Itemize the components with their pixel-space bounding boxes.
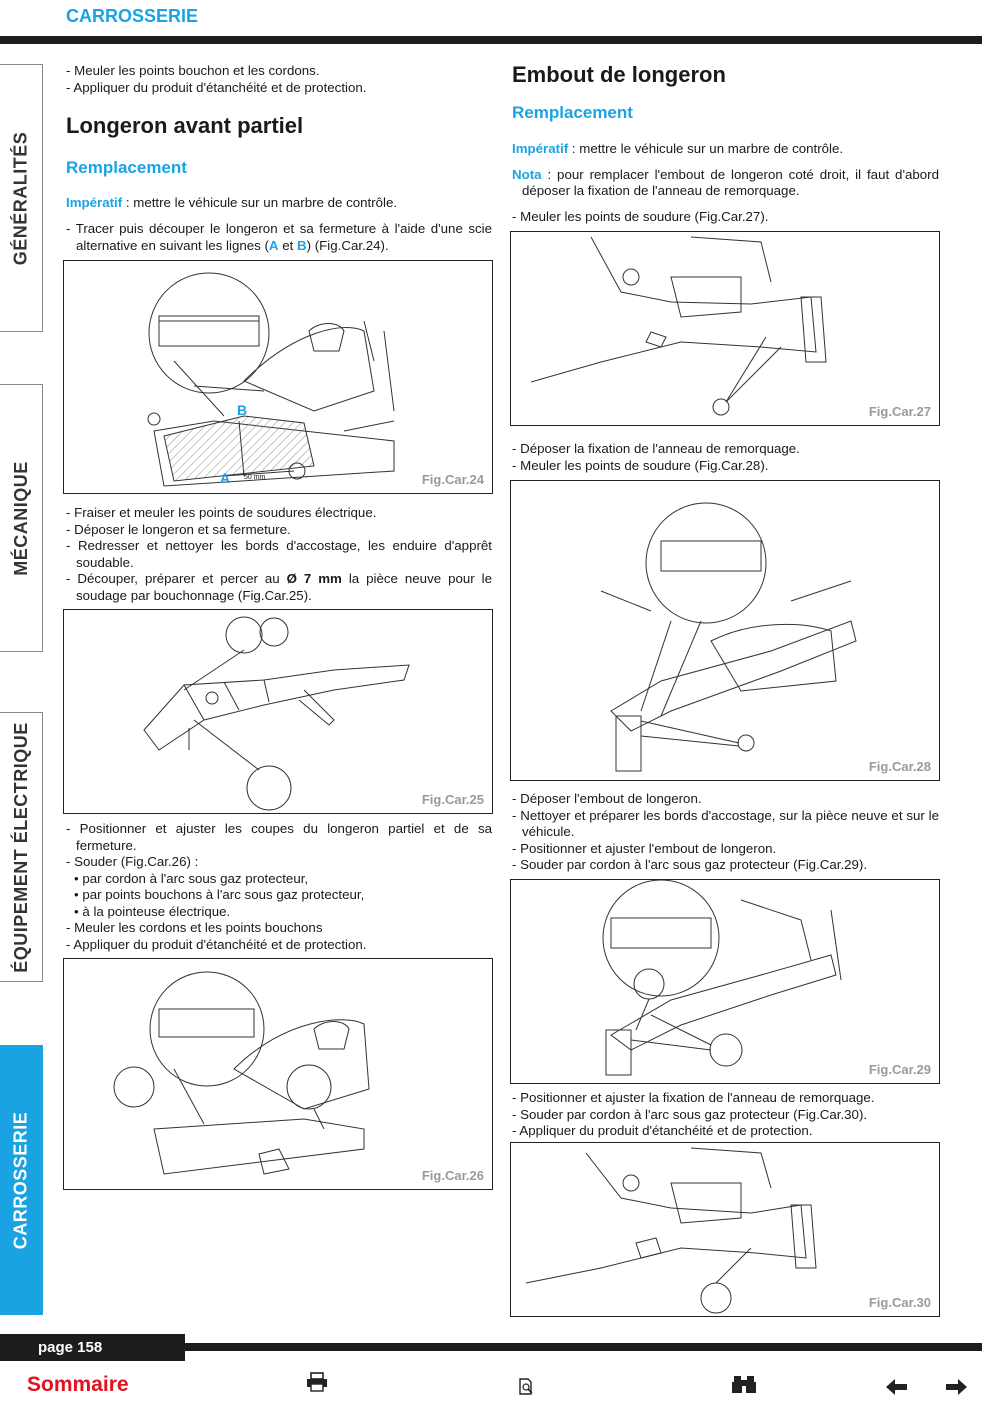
print-icon[interactable] bbox=[306, 1372, 328, 1398]
fig26-label: Fig.Car.26 bbox=[421, 1168, 484, 1183]
figure-car-26: Fig.Car.26 bbox=[63, 958, 493, 1190]
header-bar bbox=[0, 36, 982, 44]
left-steps2: - Fraiser et meuler les points de soudur… bbox=[66, 505, 492, 603]
page-number: page 158 bbox=[0, 1334, 185, 1361]
footer-bar bbox=[0, 1343, 982, 1351]
figure-car-30: Fig.Car.30 bbox=[510, 1142, 940, 1317]
binoculars-icon[interactable] bbox=[732, 1374, 756, 1400]
zoom-document-icon[interactable] bbox=[518, 1376, 536, 1402]
right-intro: Impératif : mettre le véhicule sur un ma… bbox=[512, 141, 939, 224]
fig27-label: Fig.Car.27 bbox=[868, 404, 931, 419]
tab-carrosserie[interactable]: CARROSSERIE bbox=[0, 1045, 43, 1315]
section-title-longeron: Longeron avant partiel bbox=[66, 113, 304, 138]
figure-car-28: Fig.Car.28 bbox=[510, 480, 940, 781]
fig28-label: Fig.Car.28 bbox=[868, 759, 931, 774]
left-intro: - Meuler les points bouchon et les cordo… bbox=[66, 63, 367, 95]
tab-mecanique[interactable]: MÉCANIQUE bbox=[0, 384, 43, 652]
right-steps2: - Déposer la fixation de l'anneau de rem… bbox=[512, 441, 800, 473]
section-title-embout: Embout de longeron bbox=[512, 62, 726, 87]
subsection-title-left: Remplacement bbox=[66, 158, 187, 177]
fig24-mark-a: A bbox=[220, 470, 231, 486]
tab-equipement-electrique[interactable]: ÉQUIPEMENT ÉLECTRIQUE bbox=[0, 712, 43, 982]
header-title: CARROSSERIE bbox=[66, 6, 199, 26]
right-steps3: - Déposer l'embout de longeron. - Nettoy… bbox=[512, 791, 939, 872]
left-steps4: - Positionner et ajuster les coupes du l… bbox=[66, 821, 492, 952]
left-step1: - Tracer puis découper le longeron et sa… bbox=[66, 221, 492, 253]
left-imperatif: Impératif : mettre le véhicule sur un ma… bbox=[66, 195, 398, 210]
figure-car-29: Fig.Car.29 bbox=[510, 879, 940, 1084]
right-steps4: - Positionner et ajuster la fixation de … bbox=[512, 1090, 875, 1138]
fig30-label: Fig.Car.30 bbox=[868, 1295, 931, 1310]
figure-car-25: Fig.Car.25 bbox=[63, 609, 493, 814]
fig24-mark-b: B bbox=[237, 402, 248, 418]
fig24-label: Fig.Car.24 bbox=[421, 472, 484, 487]
fig24-dimension: 50 mm bbox=[244, 474, 266, 481]
fig29-label: Fig.Car.29 bbox=[868, 1062, 931, 1077]
arrow-left-icon[interactable] bbox=[886, 1376, 908, 1402]
arrow-right-icon[interactable] bbox=[945, 1376, 967, 1402]
sommaire-link[interactable]: Sommaire bbox=[27, 1373, 129, 1396]
figure-car-27: Fig.Car.27 bbox=[510, 231, 940, 426]
fig25-label: Fig.Car.25 bbox=[421, 792, 484, 807]
subsection-title-right: Remplacement bbox=[512, 103, 633, 122]
tab-generalites[interactable]: GÉNÉRALITÉS bbox=[0, 64, 43, 332]
figure-car-24: B A 50 mm Fig.Car.24 bbox=[63, 260, 493, 494]
